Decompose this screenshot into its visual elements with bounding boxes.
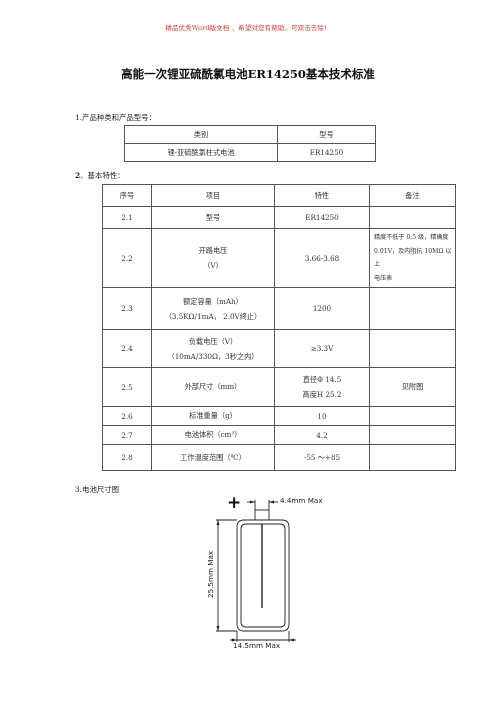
characteristics-table: 序号 项目 特性 备注 2.1 型号 ER14250 2.2 开路电压 （V） … [102,184,456,471]
row-note [369,287,456,330]
battery-dimension-diagram: + 4.4mm Max 25.5mm Max 14.5mm Max [206,493,323,650]
section-3-heading: 3.电池尺寸图 [75,485,120,494]
row-item: 标准重量（g） [151,406,275,426]
table-row: 2.7 电池体积（cm³） 4.2 [102,425,456,445]
table-row: 2.6 标准重量（g） 10 [102,406,456,426]
side-dimension-label: 25.5mm Max [206,550,215,598]
row-spec: 10 [274,406,370,426]
row-item: 额定容量（mAh） （3.5KΩ/1mA， 2.0V终止） [151,287,275,330]
table-row: 2.4 负载电压（V） （10mA/330Ω，3秒之内） ≥3.3V [102,329,456,368]
table2-header-spec: 特性 [274,184,370,207]
plus-sign: + [227,493,241,513]
row-spec: 3.66-3.68 [274,228,370,288]
bottom-dimension-label: 14.5mm Max [233,641,281,650]
row-note [369,406,456,426]
row-note: 精度不低于 0.5 级，精确度 0.01V，及内阻抗 10MΩ 以上 电压表 [369,228,456,288]
document-banner: 精品优秀Word版文档 ，希望对您有帮助，可双击去除！ [165,24,331,32]
note-line: 0.01V，及内阻抗 10MΩ 以上 [374,247,452,269]
row-item: 外部尺寸（mm） [151,367,275,407]
section-2-number: 2 [75,171,81,180]
section-2-heading: 2、基本特性： [75,170,125,181]
row-no: 2.5 [102,367,152,407]
row-item-line1: 额定容量（mAh） [183,296,243,306]
section-2-label: 、基本特性： [80,171,125,180]
top-dimension-label: 4.4mm Max [280,496,323,505]
row-note [369,444,456,471]
row-spec: 直径Φ 14.5 高度H 25.2 [274,367,370,407]
row-no: 2.8 [102,444,152,471]
row-spec: ≥3.3V [274,329,370,368]
row-no: 2.6 [102,406,152,426]
table1-model: ER14250 [277,143,376,162]
row-spec-line1: 直径Φ 14.5 [302,375,342,384]
row-spec: 4.2 [274,425,370,445]
section-1-heading: 1.产品种类和产品型号： [75,113,156,122]
row-no: 2.3 [102,287,152,330]
note-line: 电压表 [374,274,393,282]
row-spec: -55 ～+85 [274,444,370,471]
battery-body-outline [236,519,290,632]
row-item-line1: 负载电压（V） [188,336,238,346]
row-note: 见附图 [369,367,456,407]
table-row: 2.3 额定容量（mAh） （3.5KΩ/1mA， 2.0V终止） 1200 [102,287,456,330]
row-no: 2.1 [102,206,152,229]
row-item: 负载电压（V） （10mA/330Ω，3秒之内） [151,329,275,368]
row-item-line1: 开路电压 [198,246,228,255]
table-row: 2.1 型号 ER14250 [102,206,456,229]
table-row: 2.8 工作温度范围（℃） -55 ～+85 [102,444,456,471]
table2-header-note: 备注 [369,184,456,207]
note-line: 精度不低于 0.5 级，精确度 [374,234,449,241]
row-spec: 1200 [274,287,370,330]
row-no: 2.4 [102,329,152,368]
row-item-line2: （10mA/330Ω，3秒之内） [167,351,259,361]
row-item-line2: （V） [203,261,223,270]
row-note [369,206,456,229]
row-spec-line2: 高度H 25.2 [302,390,342,399]
table1-category: 锂-亚硫酰氯柱式电池 [124,143,278,162]
row-spec: ER14250 [274,206,370,229]
row-item: 开路电压 （V） [151,228,275,288]
row-note [369,425,456,445]
document-title: 高能一次锂亚硫酰氯电池ER14250基本技术标准 [121,67,375,81]
table2-header-no: 序号 [102,184,152,207]
row-item: 工作温度范围（℃） [151,444,275,471]
row-no: 2.7 [102,425,152,445]
row-item: 型号 [151,206,275,229]
table-row: 2.2 开路电压 （V） 3.66-3.68 精度不低于 0.5 级，精确度 0… [102,228,456,288]
battery-inner-outline [240,523,286,628]
positive-terminal [254,509,270,521]
row-note [369,329,456,368]
table2-header-item: 项目 [151,184,275,207]
table-row: 2.5 外部尺寸（mm） 直径Φ 14.5 高度H 25.2 见附图 [102,367,456,407]
table1-header-model: 型号 [277,125,376,144]
row-no: 2.2 [102,228,152,288]
table1-header-category: 类别 [124,125,278,144]
row-item: 电池体积（cm³） [151,425,275,445]
row-item-line2: （3.5KΩ/1mA， 2.0V终止） [164,311,262,321]
product-type-table: 类别 型号 锂-亚硫酰氯柱式电池 ER14250 [124,125,376,162]
